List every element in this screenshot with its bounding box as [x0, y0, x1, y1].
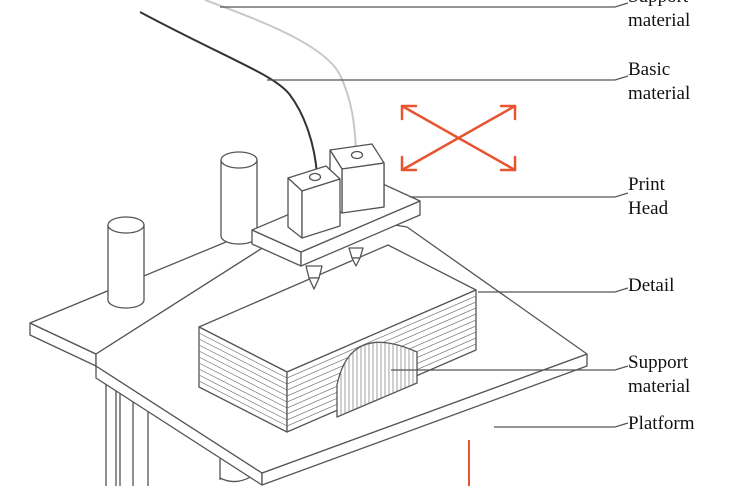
- label-basic-material: Basic material: [628, 59, 691, 104]
- support-nozzle: [348, 247, 364, 259]
- leader-platform: [494, 422, 629, 428]
- leader-support: [391, 365, 629, 371]
- pillar-right: [220, 151, 258, 245]
- leader-basic: [267, 75, 629, 81]
- leader-print-head: [410, 192, 629, 198]
- label-platform: Platform: [628, 413, 695, 434]
- basic-material-filament: [139, 11, 318, 176]
- print-head: [251, 143, 421, 290]
- label-print-head: Print Head: [628, 174, 669, 219]
- movement-arrows-icon: [400, 104, 517, 172]
- label-detail: Detail: [628, 275, 675, 296]
- basic-nozzle: [305, 265, 323, 279]
- label-support-material: Support material: [628, 352, 691, 397]
- leader-support-top: [220, 2, 629, 8]
- label-support-material-top: Support material: [628, 0, 691, 31]
- leader-detail: [478, 287, 629, 293]
- support-material-filament: [204, 0, 357, 153]
- pillar-left: [107, 216, 145, 309]
